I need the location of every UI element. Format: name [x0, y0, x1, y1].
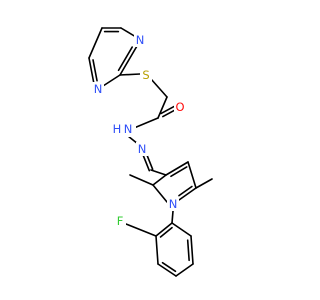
- bond-4: [119, 45, 138, 76]
- bond-19: [150, 169, 167, 176]
- bond-20: [165, 161, 189, 176]
- molecule-diagram: N N S O H N: [88, 27, 213, 277]
- atom-label-layer: N N S O H N: [92, 33, 186, 228]
- atom-s-label: S: [142, 68, 149, 82]
- bond-7: [88, 57, 95, 85]
- bond-30: [155, 222, 173, 237]
- bond-39: [125, 223, 157, 237]
- molecule-canvas: N N S O H N: [88, 27, 213, 277]
- bond-25: [152, 184, 168, 203]
- atom-o-label: O: [175, 100, 184, 114]
- atom-n-imine-label: N: [138, 142, 147, 156]
- bond-37: [186, 239, 190, 262]
- atom-n-pyrimidine-1: N: [134, 33, 146, 47]
- bond-27: [129, 174, 154, 186]
- bond-21: [170, 166, 188, 178]
- atom-f-label: F: [117, 214, 124, 228]
- bond-15: [133, 117, 159, 129]
- atom-h-label: H: [113, 122, 122, 136]
- bond-23: [178, 187, 197, 201]
- bond-11: [150, 78, 168, 98]
- bond-32: [155, 235, 159, 265]
- bond-24: [178, 185, 193, 197]
- bond-35: [175, 263, 194, 277]
- atom-n-pyrimidine-2-label: N: [94, 82, 103, 96]
- bond-5: [117, 46, 133, 72]
- atom-n-pyrrole-label: N: [169, 197, 178, 211]
- bond-9: [88, 27, 103, 59]
- bond-18: [145, 153, 154, 171]
- atom-n-pyrrole: N: [167, 197, 179, 211]
- bond-34: [161, 261, 177, 273]
- atom-n-pyrimidine-2: N: [92, 82, 104, 96]
- atom-f: F: [114, 214, 126, 228]
- bond-12: [157, 96, 168, 119]
- bond-26: [152, 174, 167, 186]
- bond-10: [119, 73, 141, 76]
- bond-13: [162, 108, 177, 118]
- bond-3: [120, 27, 137, 38]
- bond-22: [187, 161, 197, 189]
- atom-s: S: [140, 68, 152, 82]
- atom-o: O: [174, 100, 186, 114]
- bond-14: [160, 105, 175, 115]
- bond-33: [157, 263, 177, 277]
- bond-38: [171, 222, 192, 237]
- bond-layer: [88, 27, 213, 277]
- bond-29: [171, 210, 174, 224]
- atom-n-pyrimidine-1-label: N: [136, 33, 145, 47]
- bond-6: [102, 74, 121, 87]
- bond-36: [190, 235, 194, 265]
- atom-nh-label: N: [124, 122, 133, 136]
- bond-8: [92, 59, 98, 82]
- bond-31: [159, 226, 173, 238]
- bond-17: [142, 154, 151, 172]
- atom-nh: H N: [110, 122, 136, 137]
- atom-n-imine: N: [136, 142, 148, 156]
- bond-28: [195, 178, 213, 189]
